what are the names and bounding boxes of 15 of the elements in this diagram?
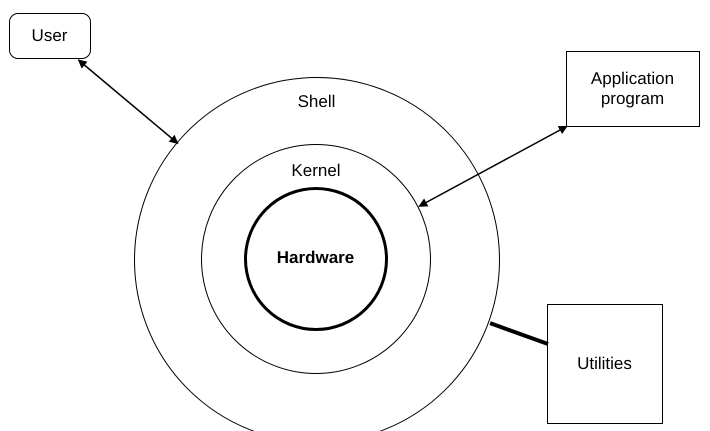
node-label: User [32,26,68,46]
node-label: Application program [590,68,676,108]
utilities-box [546,304,662,424]
connector-line [489,321,549,346]
node-label: Kernel [291,161,341,181]
node-label: Utilities [577,354,632,374]
node-label: Hardware [276,248,354,269]
node-label: Shell [298,92,336,112]
shell-circle [134,76,500,431]
arrow [418,126,568,207]
kernel-circle [201,144,431,374]
user-box [8,12,90,58]
hardware-circle [244,186,388,330]
arrow [78,59,178,144]
application-box [566,50,700,126]
